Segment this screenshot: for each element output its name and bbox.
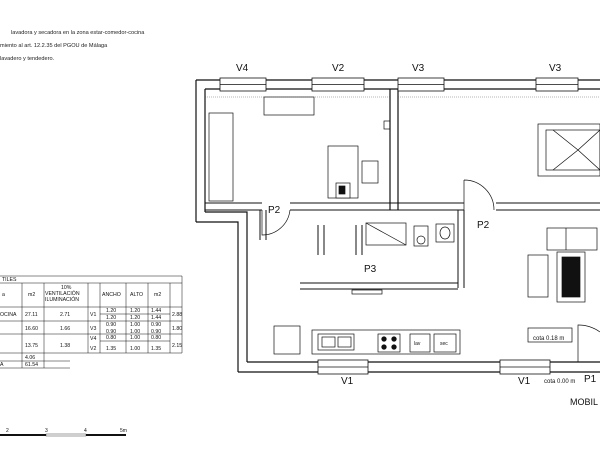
row3-alto-a: 1.00 (130, 335, 140, 341)
mobile-label: MOBIL (570, 397, 598, 407)
row5-name: A (0, 362, 4, 368)
window-label-v4: V4 (236, 63, 249, 74)
scale-bar: 2 3 4 5m (0, 428, 127, 437)
row2-alto-a: 1.00 (130, 322, 140, 328)
table-header-vent-1: 10% (61, 285, 72, 291)
bottom-windows (317, 359, 551, 375)
note-line-1: lavadora y secadora en la zona estar-com… (11, 30, 145, 36)
row1-vent: 2.71 (60, 312, 70, 318)
row2-total: 1.80 (172, 326, 182, 332)
window-label-v1-2: V1 (518, 376, 531, 387)
note-line-2: miento al art. 12.2.35 del PGOU de Málag… (0, 43, 108, 49)
row1-ancho-b: 1.20 (106, 315, 116, 321)
row1-m2-b: 1.44 (151, 315, 161, 321)
row3-area: 13.75 (25, 343, 38, 349)
row2-ancho-b: 0.90 (106, 329, 116, 335)
window-label-v2: V2 (332, 63, 345, 74)
row3-vent: 1.38 (60, 343, 70, 349)
row1-alto-b: 1.20 (130, 315, 140, 321)
row1-win: V1 (90, 312, 96, 318)
table-header-vent-3: ILUMINACIÓN (45, 296, 79, 303)
surface-table (0, 275, 183, 369)
window-label-v3-2: V3 (549, 63, 562, 74)
table-header-alto: ALTO (130, 292, 143, 298)
scale-tick-4: 4 (84, 428, 87, 434)
row4-area: 4.06 (25, 355, 35, 361)
row1-area: 27.11 (25, 312, 38, 318)
table-header-ancho: ANCHO (102, 292, 121, 298)
row2-win: V3 (90, 326, 96, 332)
doors (261, 179, 600, 362)
table-header-m2-2: m2 (154, 292, 161, 298)
window-label-v3: V3 (412, 63, 425, 74)
washer-label: lav (414, 341, 421, 347)
table-header-m2: m2 (28, 292, 35, 298)
table-text: TILES a m2 10% VENTILACIÓN ILUMINACIÓN A… (0, 277, 182, 368)
row1-alto-a: 1.20 (130, 308, 140, 314)
row3-total: 2.15 (172, 343, 182, 349)
row1-m2-a: 1.44 (151, 308, 161, 314)
table-header-area: a (2, 292, 5, 298)
door-label-p2-2: P2 (477, 220, 490, 231)
row3-win-b: V2 (90, 346, 96, 352)
row1-ancho-a: 1.20 (106, 308, 116, 314)
row2-ancho-a: 0.90 (106, 322, 116, 328)
row2-m2-a: 0.90 (151, 322, 161, 328)
row5-area: 61.54 (25, 362, 38, 368)
row2-m2-b: 0.90 (151, 329, 161, 335)
row1-name: OCINA (0, 312, 17, 318)
row1-total: 2.88 (172, 312, 182, 318)
door-label-p1: P1 (584, 374, 597, 385)
door-label-p3: P3 (364, 264, 377, 275)
table-title: TILES (2, 277, 17, 283)
window-label-v1: V1 (341, 376, 354, 387)
interior-walls (205, 202, 600, 290)
top-windows (219, 77, 579, 92)
scale-tick-3: 3 (45, 428, 48, 434)
row2-area: 16.60 (25, 326, 38, 332)
level-label-2: cota 0.00 m (544, 379, 575, 385)
row3-win-a: V4 (90, 336, 96, 342)
row3-alto-b: 1.00 (130, 346, 140, 352)
row2-vent: 1.66 (60, 326, 70, 332)
door-label-p2: P2 (268, 205, 281, 216)
table-header-vent-2: VENTILACIÓN (45, 290, 80, 297)
row3-ancho-a: 0.80 (106, 335, 116, 341)
level-label-1: cota 0.18 m (533, 336, 564, 342)
furniture (208, 96, 600, 355)
scale-tick-5m: 5m (120, 428, 127, 434)
row3-m2-b: 1.35 (151, 346, 161, 352)
row3-ancho-b: 1.35 (106, 346, 116, 352)
scale-tick-2: 2 (6, 428, 9, 434)
note-line-3: lavadero y tendedero. (0, 56, 55, 62)
row3-m2-a: 0.80 (151, 335, 161, 341)
dryer-label: sec (440, 341, 448, 347)
row2-alto-b: 1.00 (130, 329, 140, 335)
